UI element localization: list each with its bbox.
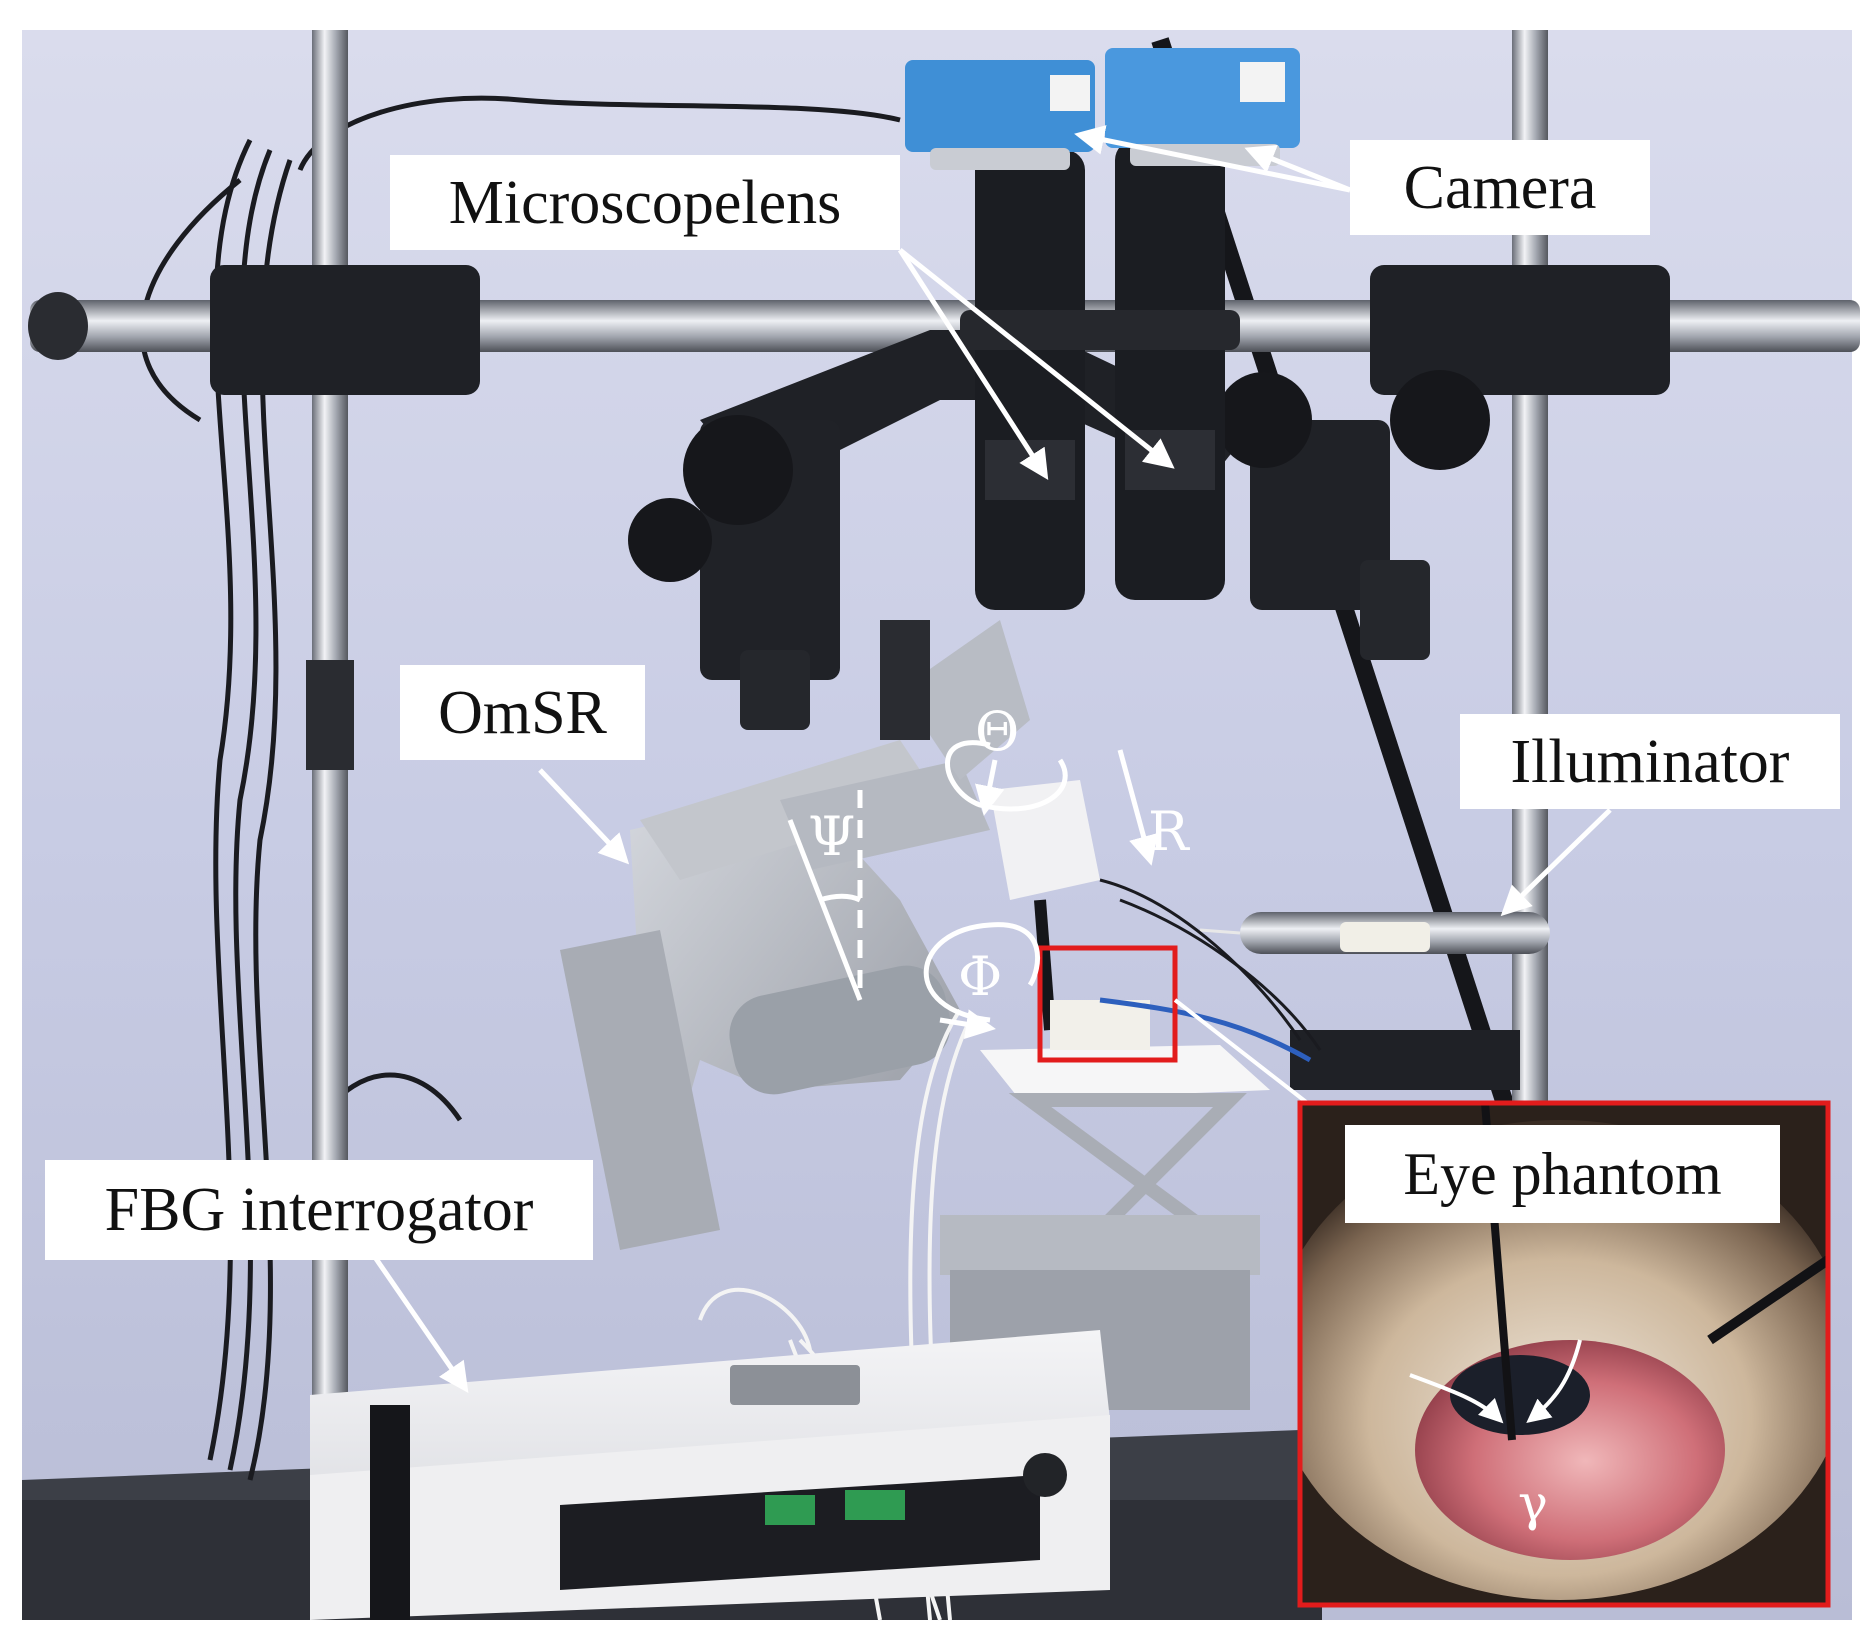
symbol-theta: Θ <box>975 700 1020 763</box>
label-omsr: OmSR <box>400 665 645 760</box>
label-eye-phantom: Eye phantom <box>1345 1125 1780 1223</box>
label-microscope-lens: Microscopelens <box>390 155 900 250</box>
label-illuminator: Illuminator <box>1460 714 1840 809</box>
symbol-r: R <box>1148 800 1189 863</box>
label-fbg-interrogator: FBG interrogator <box>45 1160 593 1260</box>
symbol-gamma: γ <box>1518 1474 1548 1532</box>
symbol-psi: Ψ <box>808 805 856 868</box>
label-camera: Camera <box>1350 140 1650 235</box>
symbol-phi: Φ <box>958 945 1003 1008</box>
